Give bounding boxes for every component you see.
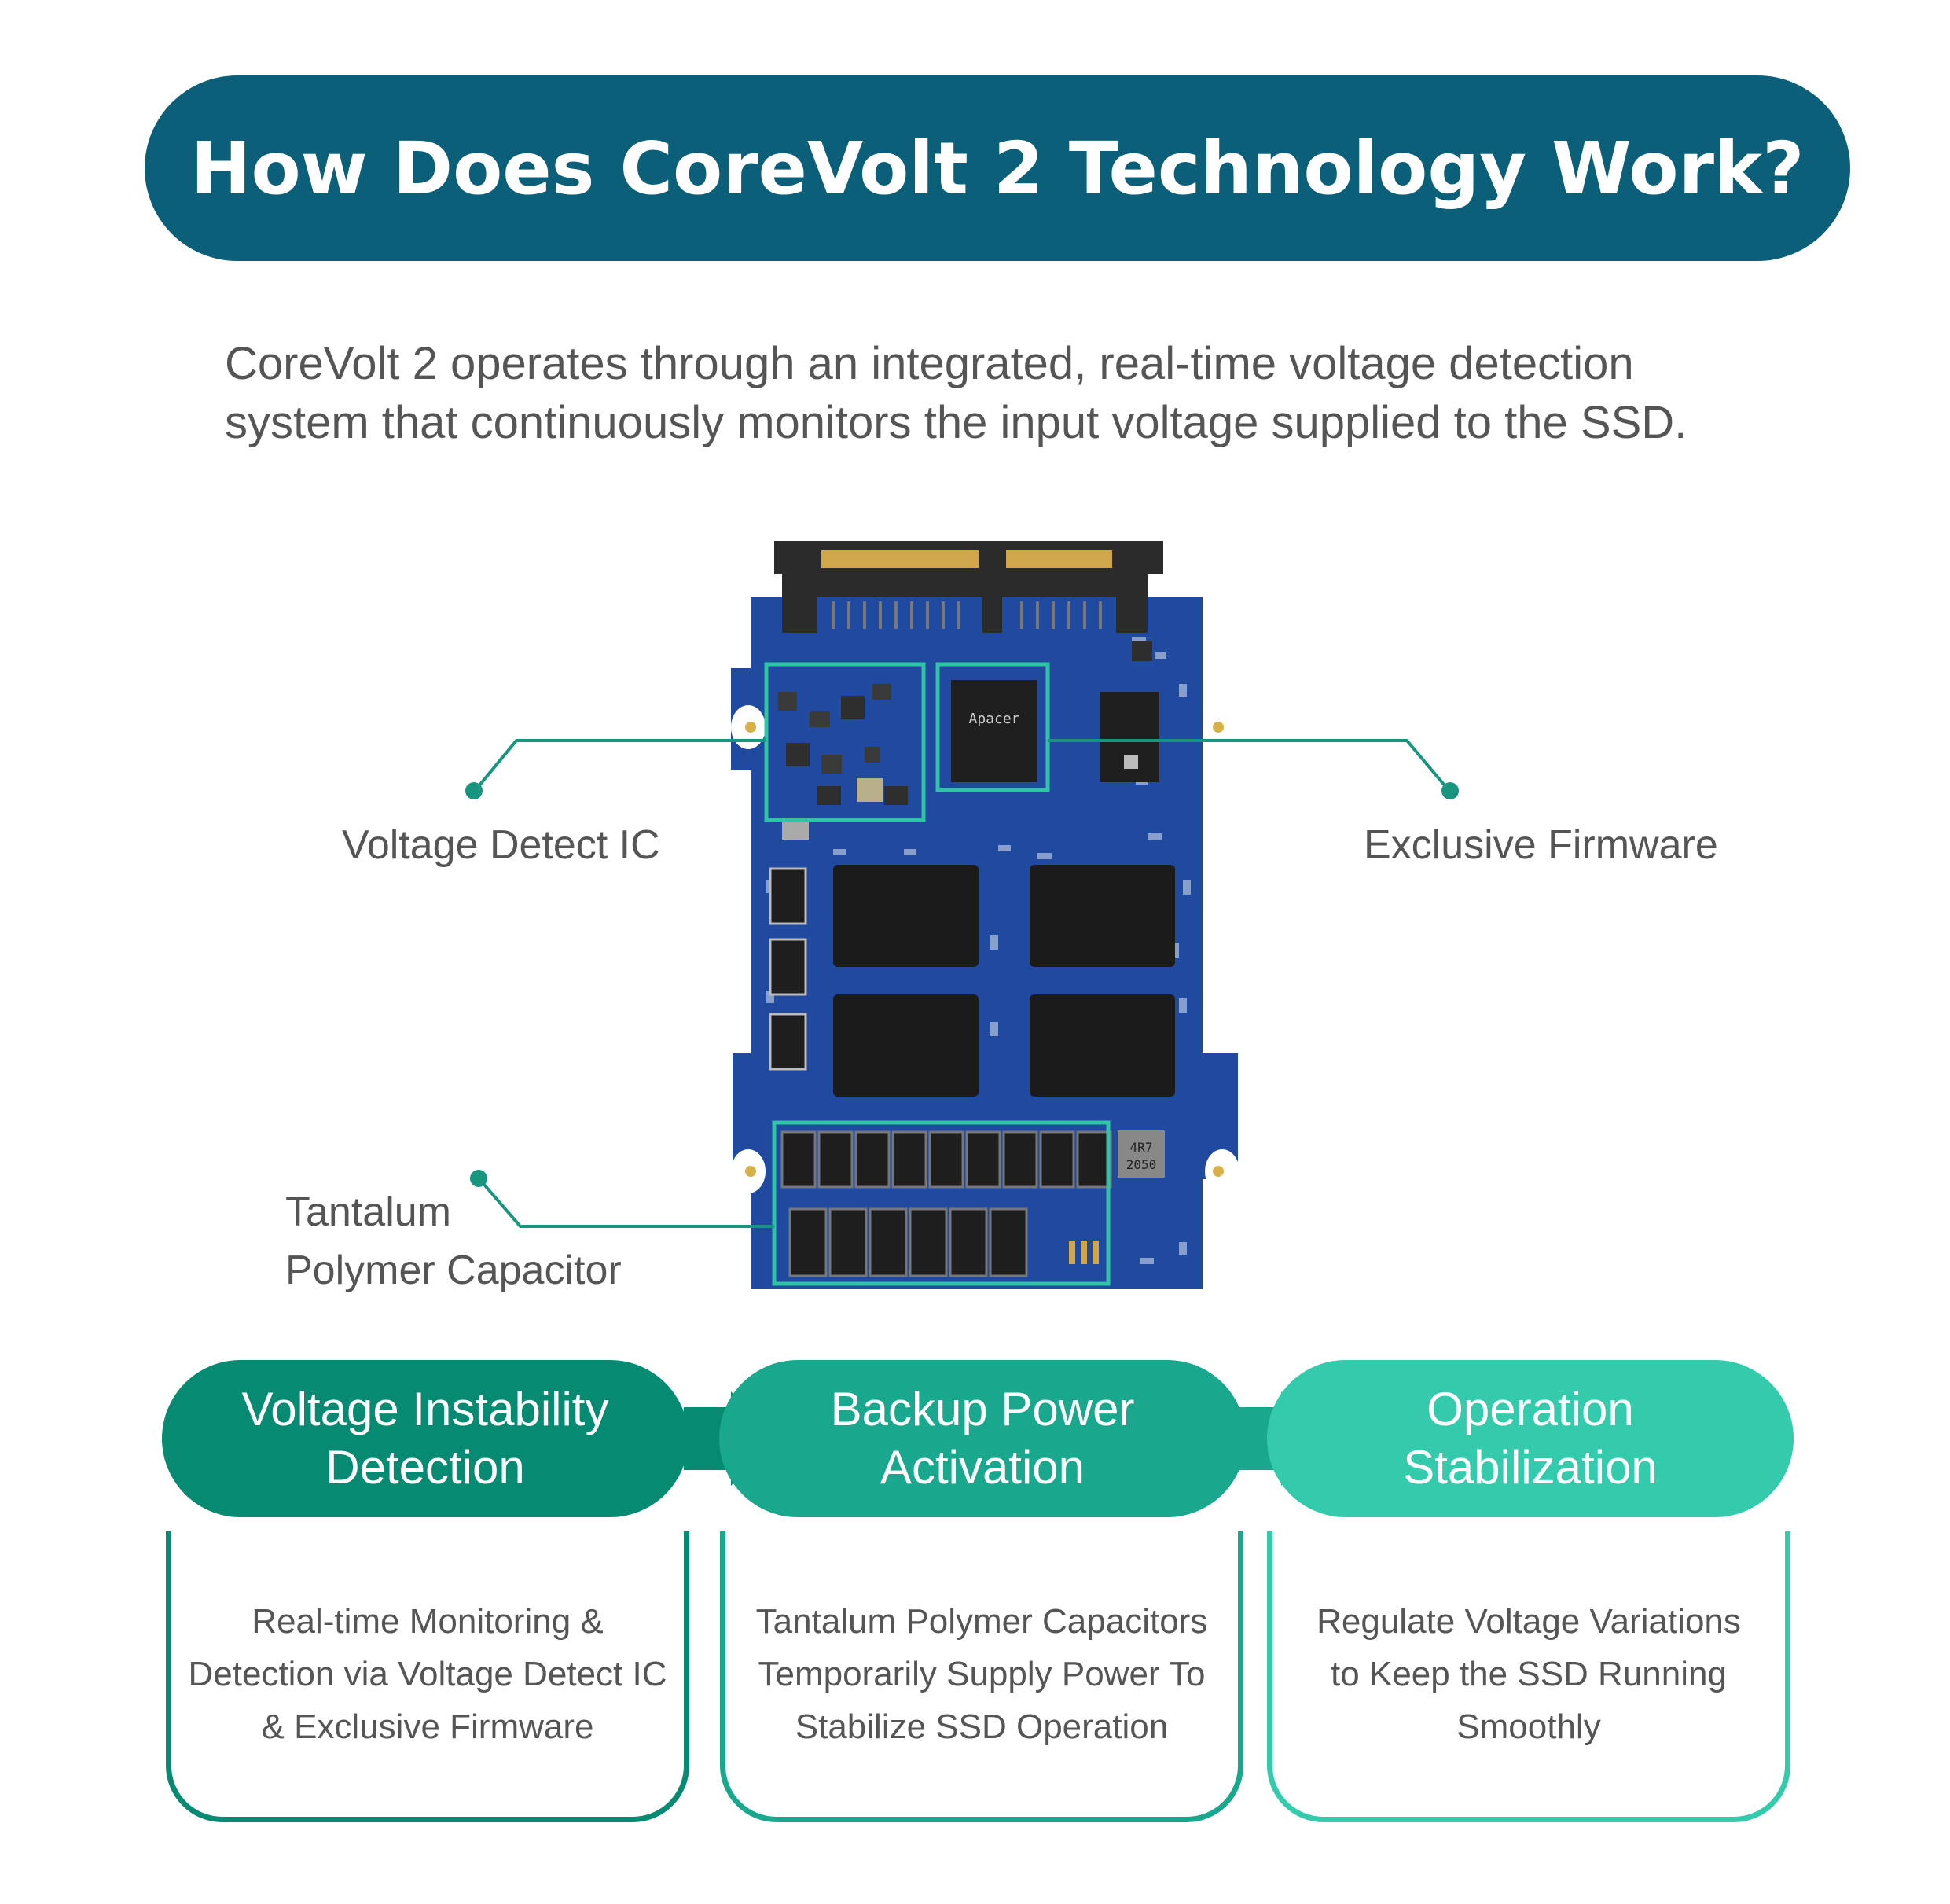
voltage-detect-ic-area [778,684,908,840]
step-1-title-line-1: Voltage Instability [241,1383,609,1435]
callout-label-exclusive-firmware: Exclusive Firmware [1364,822,1718,868]
step-1-desc-line-2: Detection via Voltage Detect IC [188,1655,667,1693]
controller-chip: Apacer [951,641,1159,782]
step-1-title-line-2: Detection [325,1441,525,1494]
nand-chip [1030,994,1175,1097]
step-1-desc-line-1: Real-time Monitoring & [252,1602,604,1641]
step-3-pill: Operation Stabilization [1267,1360,1794,1517]
sata-connector [774,541,1163,633]
nand-chip [833,994,979,1097]
callout-label-voltage-detect-ic: Voltage Detect IC [342,822,660,868]
step-2-desc-line-1: Tantalum Polymer Capacitors [755,1602,1208,1641]
tantalum-capacitor-bank: 4R7 2050 [780,1130,1165,1277]
nand-chip [833,865,979,967]
callout-label-tantalum-capacitor: Tantalum Polymer Capacitor [285,1183,622,1299]
step-3-desc-line-3: Smoothly [1456,1707,1601,1746]
highlight-firmware [935,662,1050,792]
step-1-description-card: Real-time Monitoring & Detection via Vol… [166,1531,689,1822]
step-1-pill: Voltage Instability Detection [162,1360,689,1517]
callout-dot-capacitor [470,1170,487,1187]
callout-line-firmware [1048,739,1450,792]
step-3-description-card: Regulate Voltage Variations to Keep the … [1267,1531,1790,1822]
nand-chip [1030,865,1175,967]
nand-flash-chips [833,865,1175,1097]
step-2-pill: Backup Power Activation [719,1360,1246,1517]
title-banner: How Does CoreVolt 2 Technology Work? [145,75,1850,261]
step-3-title-line-2: Stabilization [1403,1441,1658,1494]
intro-line-2: system that continuously monitors the in… [225,397,1687,448]
step-2-title-line-2: Activation [880,1441,1085,1494]
highlight-capacitors [772,1120,1111,1286]
callout-line-capacitor [478,1178,774,1228]
page-title: How Does CoreVolt 2 Technology Work? [190,126,1805,211]
step-2-desc-line-3: Stabilize SSD Operation [795,1707,1169,1746]
step-3-desc-line-1: Regulate Voltage Variations [1317,1602,1741,1641]
callout-dot-voltage-ic [465,782,483,799]
inductor [1118,1130,1165,1178]
intro-line-1: CoreVolt 2 operates through an integrate… [225,338,1634,389]
step-2-title-line-1: Backup Power [830,1383,1135,1435]
controller-brand-text: Apacer [968,711,1019,727]
inductor-code-1: 4R7 [1130,1140,1153,1155]
step-2-description-card: Tantalum Polymer Capacitors Temporarily … [720,1531,1243,1822]
inductor-code-2: 2050 [1126,1157,1157,1172]
callout-dot-firmware [1441,782,1459,799]
step-1-desc-line-3: & Exclusive Firmware [261,1707,594,1746]
step-3-desc-line-2: to Keep the SSD Running [1331,1655,1727,1693]
side-capacitors [769,867,807,1071]
callout-lines [474,739,1450,1228]
intro-paragraph: CoreVolt 2 operates through an integrate… [225,334,1797,452]
step-3-title-line-1: Operation [1427,1383,1634,1435]
callout-line-voltage-ic [474,739,766,792]
callout-capacitor-line-2: Polymer Capacitor [285,1248,622,1293]
step-2-desc-line-2: Temporarily Supply Power To [758,1655,1206,1693]
callout-capacitor-line-1: Tantalum [285,1189,451,1235]
